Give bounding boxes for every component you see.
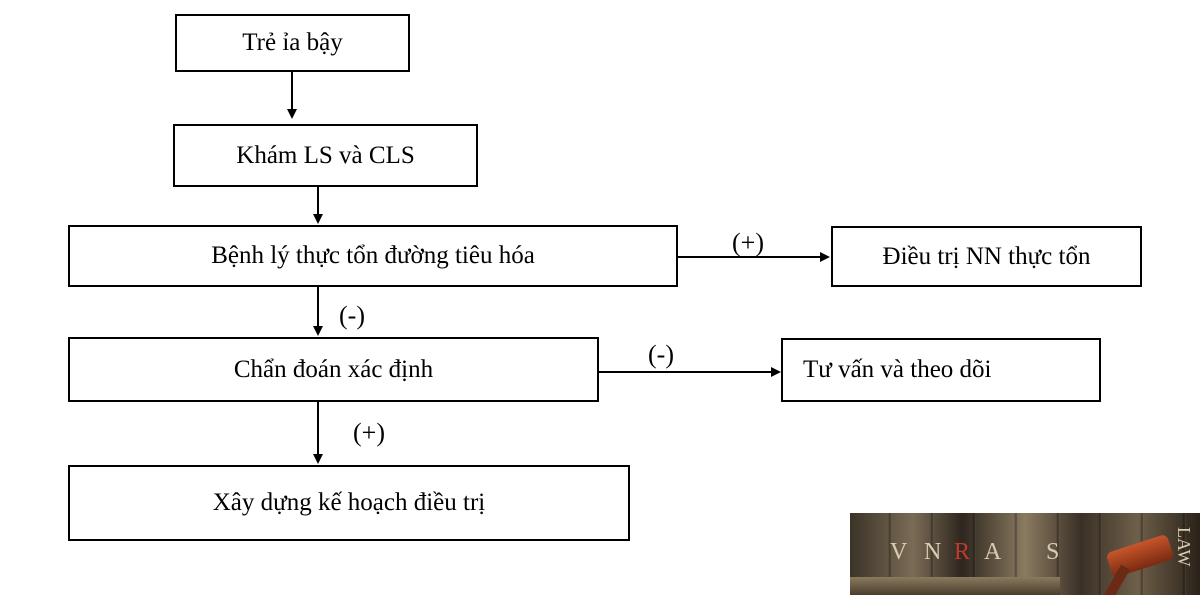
node-symptom: Trẻ ỉa bậy — [175, 14, 410, 72]
node-treatment-plan: Xây dựng kế hoạch điều trị — [68, 465, 630, 541]
logo-letter: V — [890, 539, 910, 565]
node-counsel: Tư vấn và theo dõi — [781, 338, 1101, 402]
edge-label-diagnosis-positive: (+) — [353, 418, 385, 447]
node-exam: Khám LS và CLS — [173, 124, 478, 187]
edge-label-organic-positive: (+) — [732, 228, 764, 257]
edge-label-diagnosis-negative: (-) — [648, 340, 674, 369]
logo-letter: R — [954, 539, 973, 565]
edge-label-organic-negative: (-) — [339, 301, 365, 330]
logo-letter: N — [924, 539, 944, 565]
node-diagnosis: Chẩn đoán xác định — [68, 337, 599, 402]
node-organic-disease: Bệnh lý thực tổn đường tiêu hóa — [68, 225, 678, 287]
node-treat-cause: Điều trị NN thực tổn — [831, 226, 1142, 287]
logo-letter: A — [984, 539, 1004, 565]
vnras-logo: V N R A S LAW — [850, 513, 1200, 595]
book-image — [850, 577, 1060, 595]
logo-letter: S — [1046, 539, 1062, 565]
logo-law-text: LAW — [1174, 527, 1194, 567]
